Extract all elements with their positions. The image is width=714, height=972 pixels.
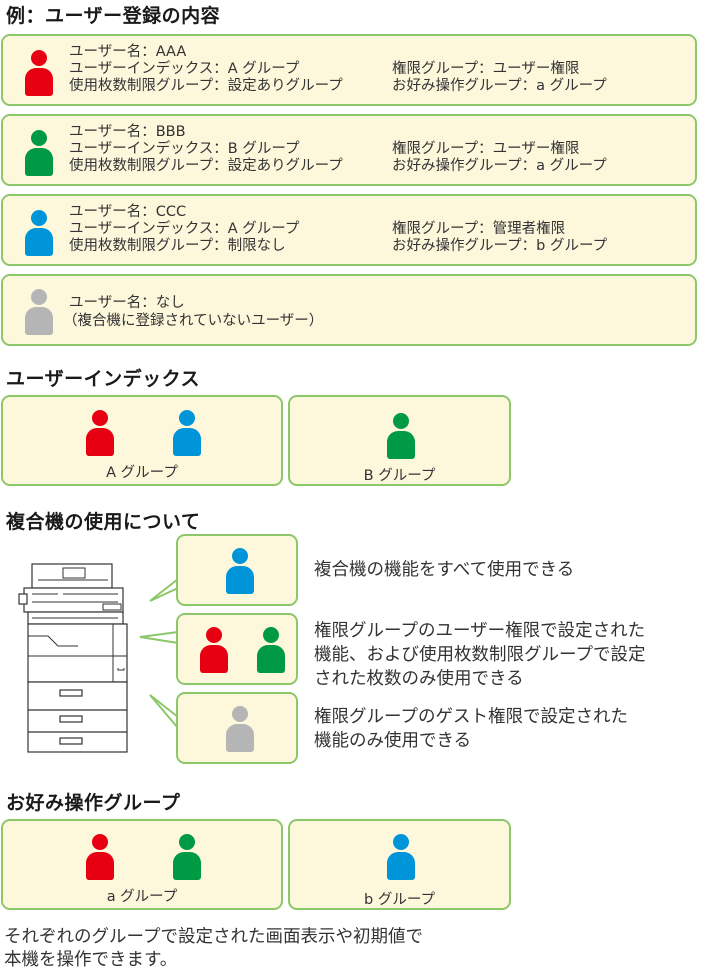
user-authority-group: 権限グループ：ユーザー権限	[392, 61, 580, 77]
group-label: b グループ	[364, 892, 435, 908]
red-user-icon	[86, 410, 114, 456]
green-user-icon	[173, 834, 201, 880]
gray-user-icon	[226, 706, 254, 752]
footer-line2: 本機を操作できます。	[4, 950, 178, 970]
user-note: （複合機に登録されていないユーザー）	[63, 313, 324, 329]
user-card-aaa: ユーザー名：AAA ユーザーインデックス：A グループ 使用枚数制限グループ：設…	[1, 34, 697, 106]
user-authority-group: 権限グループ：管理者権限	[392, 221, 566, 237]
user-description-line3: された枚数のみ使用できる	[314, 669, 524, 689]
guest-description-line2: 機能のみ使用できる	[314, 731, 472, 751]
favorite-group-a-box: a グループ	[1, 819, 283, 910]
favorite-title: お好み操作グループ	[6, 792, 181, 814]
user-index: ユーザーインデックス：B グループ	[69, 141, 300, 157]
user-name: ユーザー名：なし	[69, 295, 185, 311]
user-index: ユーザーインデックス：A グループ	[69, 221, 300, 237]
blue-user-icon	[173, 410, 201, 456]
admin-description: 複合機の機能をすべて使用できる	[314, 560, 575, 580]
blue-user-icon	[387, 834, 415, 880]
user-favorite-group: お好み操作グループ：a グループ	[392, 78, 607, 94]
user-limit-group: 使用枚数制限グループ：制限なし	[69, 238, 286, 254]
user-name: ユーザー名：AAA	[69, 44, 187, 60]
user-limit-group: 使用枚数制限グループ：設定ありグループ	[69, 78, 343, 94]
group-label: a グループ	[106, 889, 178, 905]
usage-title: 複合機の使用について	[6, 511, 201, 533]
index-group-b-box: B グループ	[288, 395, 511, 486]
user-name: ユーザー名：BBB	[69, 124, 186, 140]
user-favorite-group: お好み操作グループ：a グループ	[392, 158, 607, 174]
user-card-guest: ユーザー名：なし （複合機に登録されていないユーザー）	[1, 274, 697, 346]
guest-description-line1: 権限グループのゲスト権限で設定された	[314, 707, 628, 727]
blue-user-icon	[25, 210, 53, 256]
favorite-group-b-box: b グループ	[288, 819, 511, 910]
user-name: ユーザー名：CCC	[69, 204, 187, 220]
green-user-icon	[387, 413, 415, 459]
user-card-bbb: ユーザー名：BBB ユーザーインデックス：B グループ 使用枚数制限グループ：設…	[1, 114, 697, 186]
red-user-icon	[25, 50, 53, 96]
user-description-line1: 権限グループのユーザー権限で設定された	[314, 621, 646, 641]
group-label: B グループ	[363, 468, 436, 484]
admin-bubble	[176, 534, 298, 606]
gray-user-icon	[25, 289, 53, 335]
user-index-title: ユーザーインデックス	[6, 368, 201, 390]
blue-user-icon	[226, 548, 254, 594]
red-user-icon	[200, 627, 228, 673]
user-bubble	[176, 613, 298, 685]
red-user-icon	[86, 834, 114, 880]
user-index: ユーザーインデックス：A グループ	[69, 61, 300, 77]
guest-bubble	[176, 692, 298, 764]
green-user-icon	[25, 130, 53, 176]
footer-line1: それぞれのグループで設定された画面表示や初期値で	[4, 927, 423, 947]
green-user-icon	[257, 627, 285, 673]
user-favorite-group: お好み操作グループ：b グループ	[392, 238, 608, 254]
user-description-line2: 機能、および使用枚数制限グループで設定	[314, 645, 646, 665]
user-authority-group: 権限グループ：ユーザー権限	[392, 141, 580, 157]
copier-icon	[18, 563, 128, 753]
example-title: 例：ユーザー登録の内容	[6, 5, 221, 27]
group-label: A グループ	[106, 465, 178, 481]
index-group-a-box: A グループ	[1, 395, 283, 486]
user-limit-group: 使用枚数制限グループ：設定ありグループ	[69, 158, 343, 174]
user-card-ccc: ユーザー名：CCC ユーザーインデックス：A グループ 使用枚数制限グループ：制…	[1, 194, 697, 266]
